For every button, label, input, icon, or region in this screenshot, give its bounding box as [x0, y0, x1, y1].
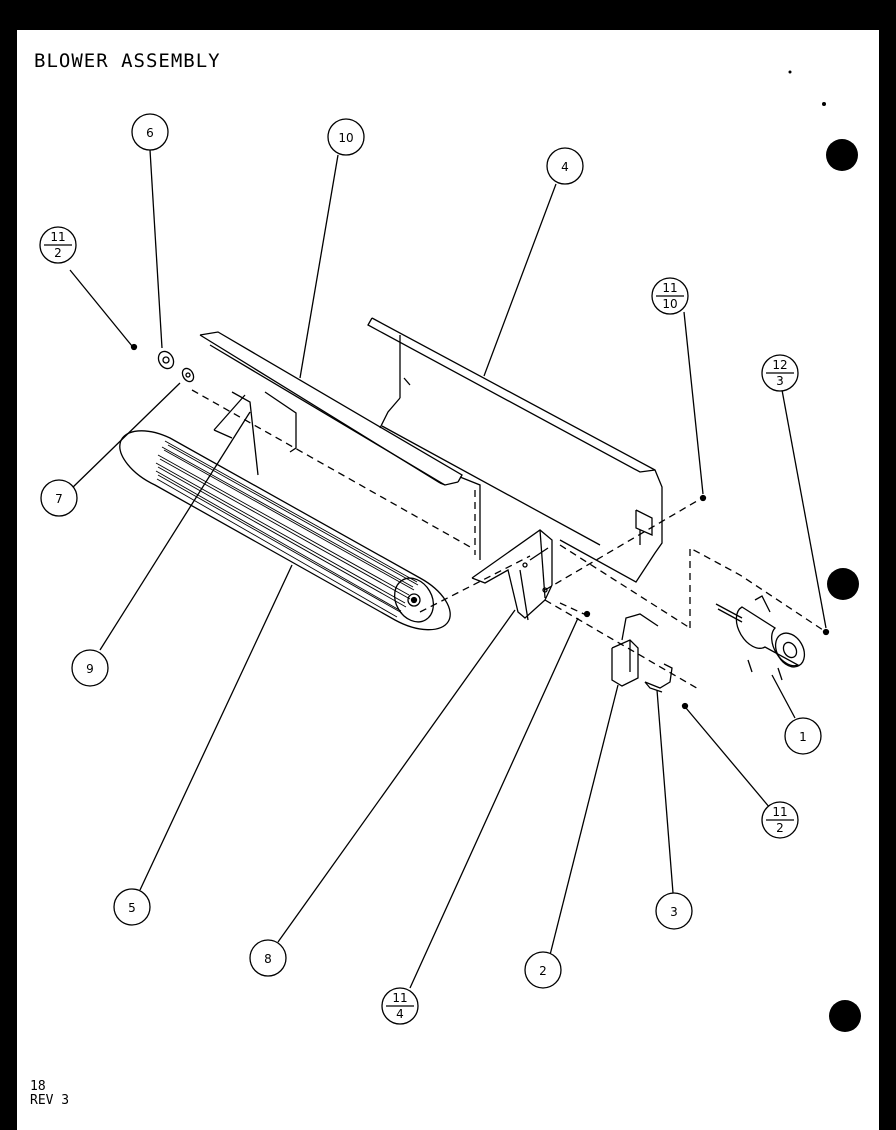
part-scroll-panel [199, 331, 481, 560]
registration-hole [829, 1000, 861, 1032]
callout-10: 10 [327, 118, 365, 156]
svg-text:2: 2 [539, 964, 547, 978]
fraction-callout-11-2-top: 11 2 [39, 226, 77, 264]
callout-2: 2 [524, 951, 562, 989]
svg-text:4: 4 [396, 1007, 404, 1021]
speck [822, 102, 826, 106]
fraction-callout-11-2-bottom: 11 2 [761, 801, 799, 839]
part-blower-wheel [119, 430, 451, 631]
registration-hole [827, 568, 859, 600]
svg-text:2: 2 [776, 821, 784, 835]
svg-text:11: 11 [50, 230, 65, 244]
callout-8: 8 [249, 939, 287, 977]
part-capacitor [611, 613, 659, 687]
svg-text:7: 7 [55, 492, 63, 506]
svg-text:9: 9 [86, 662, 94, 676]
part-side-bracket [471, 529, 553, 621]
svg-text:12: 12 [772, 358, 787, 372]
svg-text:11: 11 [662, 281, 677, 295]
callout-5: 5 [113, 888, 151, 926]
svg-text:6: 6 [146, 126, 154, 140]
assembly-lines [191, 389, 827, 691]
speck [788, 70, 792, 74]
svg-text:11: 11 [392, 991, 407, 1005]
page-number: 18 [30, 1079, 46, 1094]
part-collar [181, 367, 195, 383]
part-housing-panel [367, 317, 663, 583]
callout-1: 1 [784, 717, 822, 755]
fraction-callout-12-3: 12 3 [761, 354, 799, 392]
part-capacitor-clip [644, 663, 673, 693]
callout-6: 6 [131, 113, 169, 151]
callout-9: 9 [71, 649, 109, 687]
svg-text:10: 10 [338, 131, 353, 145]
part-motor [715, 595, 806, 681]
drawing-sheet [17, 30, 879, 1130]
callout-3: 3 [655, 892, 693, 930]
fraction-callout-11-10: 11 10 [651, 277, 689, 315]
part-bearing [157, 350, 175, 370]
fraction-callout-11-4: 11 4 [381, 987, 419, 1025]
svg-text:1: 1 [799, 730, 807, 744]
svg-text:5: 5 [128, 901, 136, 915]
svg-text:4: 4 [561, 160, 569, 174]
screws [130, 343, 830, 710]
registration-hole [826, 139, 858, 171]
svg-text:11: 11 [772, 805, 787, 819]
callout-7: 7 [40, 479, 78, 517]
diagram-title: BLOWER ASSEMBLY [34, 50, 221, 72]
svg-text:10: 10 [662, 297, 677, 311]
svg-text:8: 8 [264, 952, 272, 966]
revision-label: REV 3 [30, 1093, 70, 1108]
svg-text:3: 3 [670, 905, 678, 919]
svg-text:3: 3 [776, 374, 784, 388]
svg-text:2: 2 [54, 246, 62, 260]
leader-lines [69, 149, 827, 989]
callout-4: 4 [546, 147, 584, 185]
